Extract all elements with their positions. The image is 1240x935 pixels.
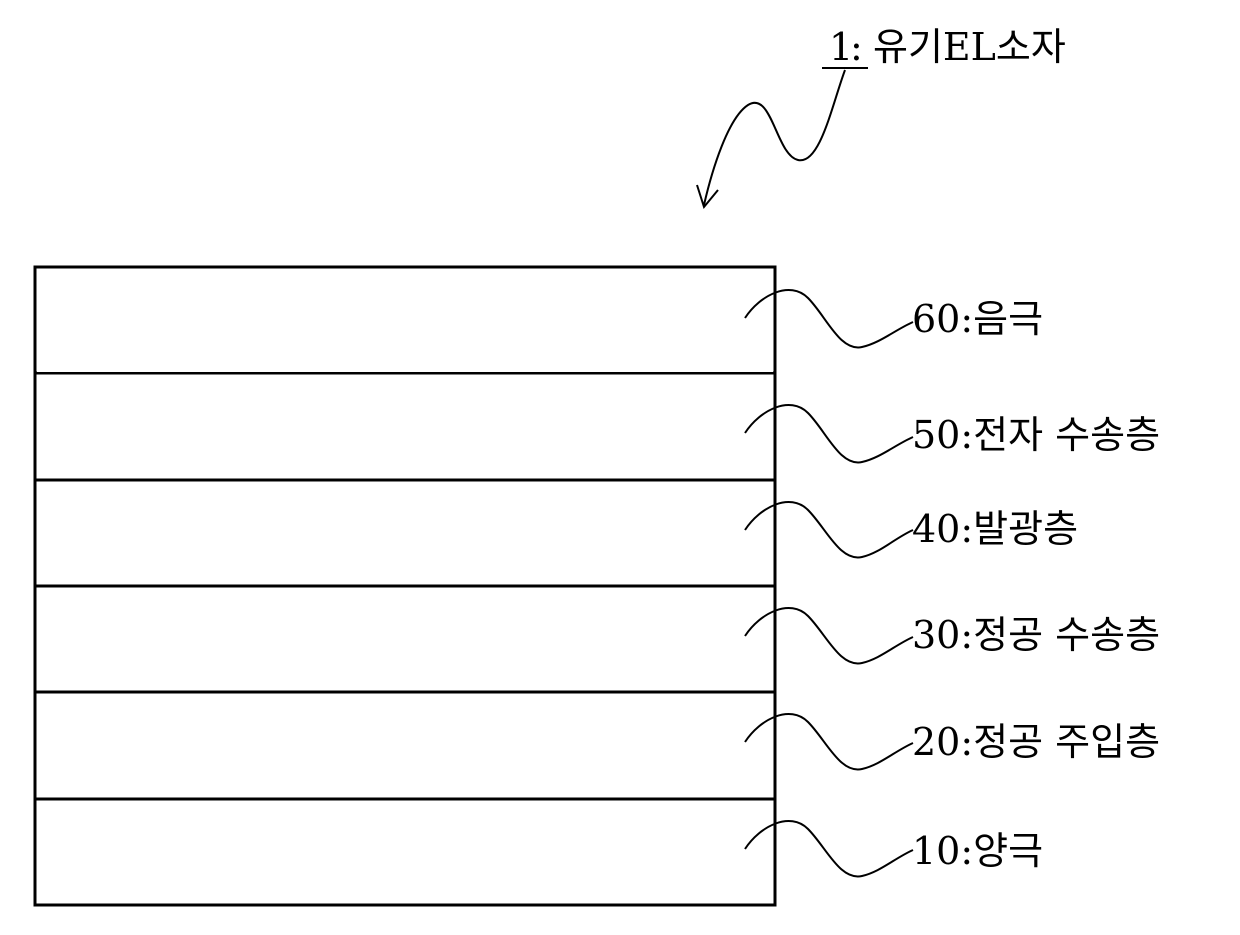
layer-electron-transport: 50:전자 수송층 [745, 405, 1160, 462]
layer-label: 10:양극 [912, 829, 1043, 873]
layer-hole-transport: 30:정공 수송층 [745, 608, 1160, 663]
layer-label: 40:발광층 [912, 507, 1078, 551]
device-name: 유기EL소자 [873, 25, 1066, 69]
layer-leader-line [745, 821, 913, 876]
layer-anode: 10:양극 [745, 821, 1043, 876]
device-colon: : [850, 25, 863, 69]
layer-label: 30:정공 수송층 [912, 613, 1160, 657]
layer-band [37, 269, 773, 372]
layer-leader-line [745, 714, 913, 769]
layer-cathode: 60:음극 [37, 269, 1043, 372]
layer-label: 50:전자 수송층 [912, 413, 1160, 457]
layer-emission: 40:발광층 [745, 502, 1078, 557]
device-leader-line [704, 70, 845, 205]
layer-label: 60:음극 [912, 297, 1043, 341]
layer-leader-line [745, 502, 913, 557]
layer-separators [35, 373, 775, 799]
device-label: 1 : 유기EL소자 [697, 25, 1066, 207]
layer-leader-line [745, 405, 913, 462]
layer-hole-injection: 20:정공 주입층 [745, 714, 1160, 769]
layer-leader-line [745, 608, 913, 663]
layer-label: 20:정공 주입층 [912, 720, 1160, 764]
